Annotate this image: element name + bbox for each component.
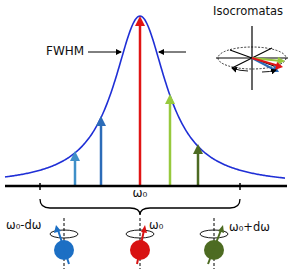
arrowhead: [141, 225, 147, 233]
fwhm-label: FWHM: [46, 45, 84, 58]
frequency-label: ω₀-dω: [6, 219, 41, 232]
precession-orbit: [50, 230, 78, 238]
spectral-line: [74, 159, 77, 186]
arrowhead: [275, 62, 283, 70]
lorentzian-curve: [5, 16, 285, 178]
spectral-lines: [70, 16, 203, 186]
isochromat-vector: [252, 58, 279, 66]
isochromats-label: Isocromatas: [213, 5, 283, 18]
fwhm-arrow: [159, 52, 186, 53]
precession-orbit: [200, 230, 228, 238]
precession-orbit: [218, 47, 286, 69]
spins: [50, 218, 228, 269]
spectral-line: [197, 152, 200, 186]
spin-vector: [58, 230, 69, 264]
axis-tick: [239, 183, 241, 190]
frequency-label: ω₀+dω: [229, 221, 270, 234]
spin-vector: [208, 230, 221, 264]
spectral-line: [169, 102, 172, 186]
arrowhead: [193, 144, 203, 154]
arrowhead: [218, 225, 224, 233]
arrowhead: [54, 225, 61, 233]
spectral-line: [100, 124, 103, 186]
spectral-line: [139, 24, 142, 186]
arrowhead: [165, 94, 175, 104]
center-frequency-label: ω₀: [133, 187, 148, 200]
arrowhead: [70, 151, 80, 161]
rotation-arrow: [232, 68, 248, 71]
arrowhead: [135, 16, 145, 26]
bracket: [40, 199, 240, 215]
axis-tick: [39, 183, 41, 190]
spin-vector: [137, 230, 144, 264]
fwhm-arrow: [88, 52, 121, 53]
isochromat-vectors: [216, 26, 288, 90]
frequency-label: ω₀: [149, 219, 163, 232]
arrowhead: [96, 116, 106, 126]
rotation-arrow: [262, 70, 276, 72]
